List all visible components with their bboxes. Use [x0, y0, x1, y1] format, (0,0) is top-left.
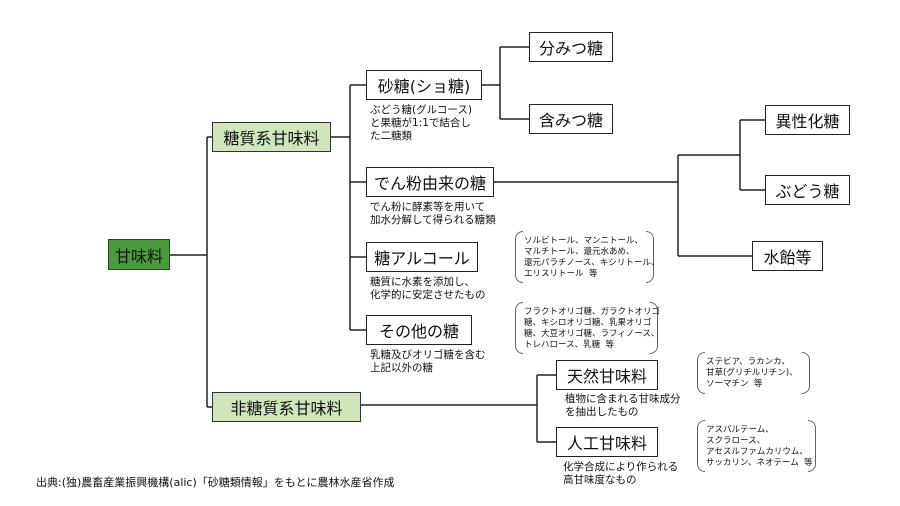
node-ganmitsu: 含みつ糖	[529, 104, 613, 134]
node-artificial-sweetener-desc: 化学合成により作られる 高甘味度なもの	[563, 461, 679, 486]
category-non-sugar: 非糖質系甘味料	[212, 392, 361, 422]
node-isomerized-sugar-label: 異性化糖	[775, 112, 840, 131]
node-sugar-alcohol-label: 糖アルコール	[374, 249, 470, 268]
natural-note-brace-right	[802, 352, 810, 394]
node-sugar-alcohol-desc: 糖質に水素を添加し、 化学的に安定させたもの	[370, 276, 486, 301]
node-starch-syrup: 水飴等	[752, 241, 823, 271]
node-artificial-sweetener-label: 人工甘味料	[566, 434, 647, 453]
node-sucrose: 砂糖(ショ糖)	[366, 70, 482, 100]
node-sugar-alcohol-note: ソルビトール、マンニトール、 マルチトール、還元水あめ、 還元パラチノース、キシ…	[524, 236, 660, 279]
node-other-sugars-desc: 乳糖及びオリゴ糖を含む 上記以外の糖	[370, 349, 486, 374]
node-natural-sweetener-note: ステビア、ラカンカ、 甘草(グリチルリチン)、 ソーマチン 等	[706, 357, 798, 389]
alcohol-note-brace-left	[515, 231, 523, 283]
node-artificial-sweetener: 人工甘味料	[556, 427, 658, 457]
node-bunmitsu: 分みつ糖	[529, 32, 613, 62]
node-isomerized-sugar: 異性化糖	[765, 105, 850, 135]
node-starch-syrup-label: 水飴等	[763, 248, 812, 267]
root-node: 甘味料	[108, 239, 170, 270]
category-non-sugar-label: 非糖質系甘味料	[230, 399, 343, 418]
node-sucrose-label: 砂糖(ショ糖)	[377, 77, 471, 96]
node-starch-desc: でん粉に酵素等を用いて 加水分解して得られる糖類	[370, 201, 496, 226]
node-sucrose-desc: ぶどう糖(グルコース) と果糖が1:1で結合し た二糖類	[370, 104, 472, 142]
node-glucose: ぶどう糖	[765, 175, 850, 205]
source-note: 出典:(独)農畜産業振興機構(alic)「砂糖類情報」をもとに農林水産省作成	[36, 476, 395, 489]
node-other-sugars: その他の糖	[366, 315, 472, 345]
node-natural-sweetener-desc: 植物に含まれる甘味成分 を抽出したもの	[565, 393, 681, 418]
node-starch-label: でん粉由来の糖	[373, 174, 486, 193]
node-sugar-alcohol: 糖アルコール	[366, 242, 478, 272]
node-bunmitsu-label: 分みつ糖	[538, 39, 603, 58]
node-ganmitsu-label: 含みつ糖	[538, 111, 603, 130]
node-glucose-label: ぶどう糖	[775, 182, 840, 201]
category-sugar-based-label: 糖質系甘味料	[223, 129, 320, 148]
category-sugar-based: 糖質系甘味料	[212, 122, 331, 152]
node-starch: でん粉由来の糖	[366, 167, 494, 197]
node-other-sugars-label: その他の糖	[378, 322, 459, 341]
node-natural-sweetener-label: 天然甘味料	[566, 367, 647, 386]
node-artificial-sweetener-note: アスパルテーム、 スクラロース、 アセスルファムカリウム、 サッカリン、ネオテー…	[706, 425, 813, 468]
node-other-sugars-note: フラクトオリゴ糖、ガラクトオリゴ 糖、キシロオリゴ糖、乳果オリゴ 糖、大豆オリゴ…	[524, 307, 661, 350]
artificial-note-brace-left	[697, 420, 705, 472]
other-note-brace-left	[515, 302, 523, 354]
natural-note-brace-left	[697, 352, 705, 394]
node-natural-sweetener: 天然甘味料	[556, 360, 658, 390]
root-label: 甘味料	[114, 246, 163, 266]
